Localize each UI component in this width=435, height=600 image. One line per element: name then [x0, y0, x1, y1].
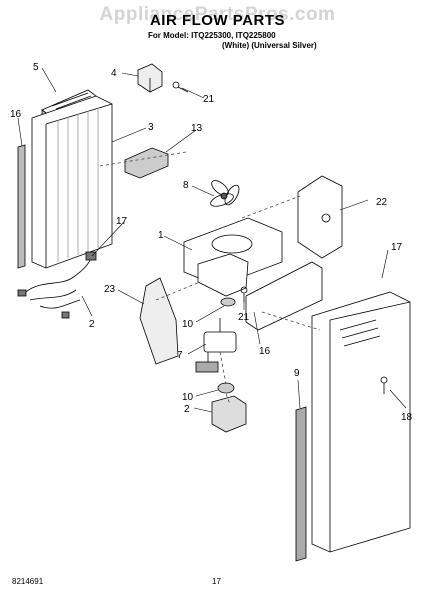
callout-2: 2 — [184, 404, 190, 415]
callout-10-upper: 10 — [182, 319, 194, 330]
model-line: For Model: ITQ225300, ITQ225800 — [148, 31, 276, 40]
part-evaporator-cover — [31, 95, 113, 269]
part-fan-housing — [183, 217, 283, 297]
part-fan-blade — [210, 180, 240, 207]
part-grommet-upper — [220, 297, 236, 307]
callout-16: 16 — [10, 109, 22, 120]
leader-lines — [17, 67, 407, 413]
callout-4: 2 — [89, 319, 95, 330]
duct-hole — [321, 213, 331, 223]
part-damper-control — [124, 147, 169, 179]
document-part-number: 8214691 — [12, 577, 44, 586]
watermark: AppliancePartsPros.com — [99, 4, 336, 25]
callout-18: 18 — [401, 412, 413, 423]
callout-6: 5 — [33, 62, 39, 73]
callout-21-mid: 21 — [238, 312, 250, 323]
callout-9: 9 — [294, 368, 300, 379]
callout-10-lower: 10 — [182, 392, 194, 403]
callout-13: 16 — [259, 346, 271, 357]
callout-5: 3 — [148, 122, 154, 133]
part-left-deflector — [139, 277, 179, 365]
part-bracket — [137, 63, 163, 93]
callout-3: 4 — [111, 68, 117, 79]
part-motor-bracket — [211, 395, 247, 433]
page-number: 17 — [212, 577, 221, 586]
part-fan-motor — [195, 318, 237, 373]
part-rear-duct — [297, 175, 343, 259]
page-title: AIR FLOW PARTS — [149, 12, 286, 29]
callout-7: 7 — [177, 350, 183, 361]
callout-8: 8 — [183, 180, 189, 191]
alignment-lines — [99, 151, 321, 405]
part-front-cover — [311, 291, 411, 553]
callout-12: 17 — [116, 216, 128, 227]
callout-21-top: 21 — [203, 94, 215, 105]
part-screw-top — [172, 81, 189, 93]
part-side-seal — [17, 144, 26, 269]
part-grommet-lower — [217, 382, 235, 394]
callout-labels: 5 16 4 21 3 13 8 22 1 17 17 23 2 10 21 1… — [10, 62, 413, 423]
callout-23: 23 — [104, 284, 116, 295]
callout-11: 13 — [191, 123, 203, 134]
callout-22: 22 — [376, 197, 388, 208]
part-screw-front — [380, 376, 388, 394]
part-wiring-harness — [17, 251, 97, 319]
part-front-seal — [295, 406, 307, 562]
callout-1: 1 — [158, 230, 164, 241]
part-mounting-plate — [245, 261, 323, 331]
callout-17: 17 — [391, 242, 403, 253]
variant-line: (White) (Universal Silver) — [222, 41, 317, 50]
